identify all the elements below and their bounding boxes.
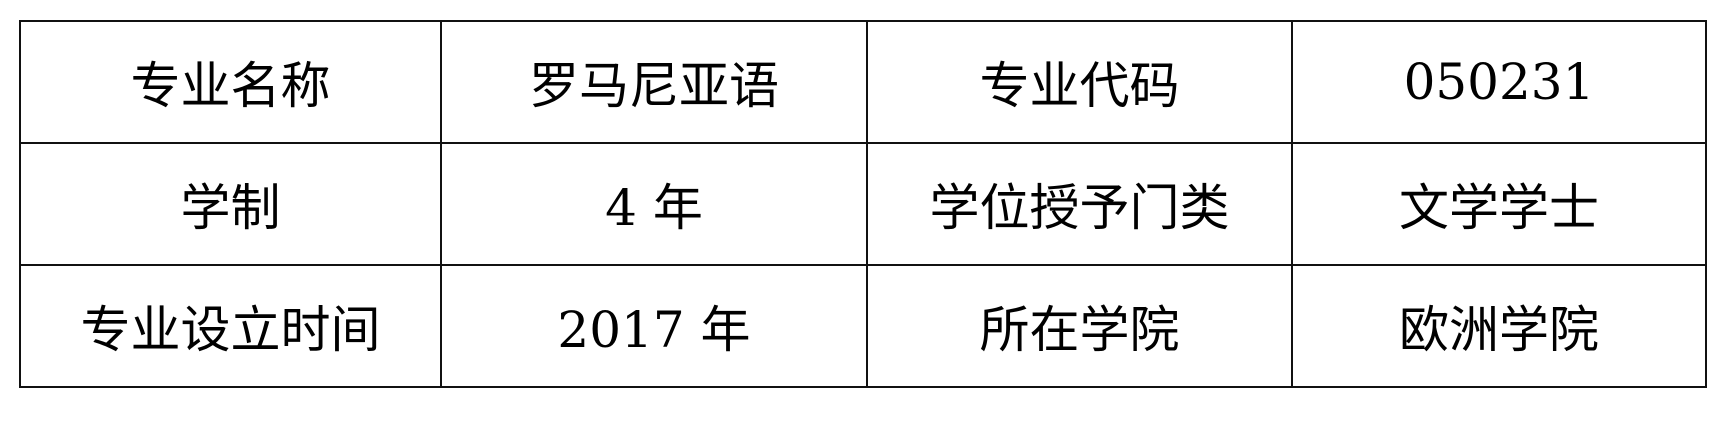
- degree-category-value: 文学学士: [1291, 142, 1707, 266]
- duration-label: 学制: [19, 142, 442, 266]
- major-name-label: 专业名称: [19, 20, 442, 144]
- major-code-label: 专业代码: [866, 20, 1293, 144]
- established-time-label: 专业设立时间: [19, 264, 442, 388]
- table-row: 专业名称 罗马尼亚语 专业代码 050231: [19, 20, 1707, 144]
- major-info-table: 专业名称 罗马尼亚语 专业代码 050231 学制 4 年 学位授予门类 文学学…: [19, 20, 1707, 388]
- major-name-value: 罗马尼亚语: [440, 20, 868, 144]
- college-label: 所在学院: [866, 264, 1293, 388]
- duration-value: 4 年: [440, 142, 868, 266]
- table-row: 学制 4 年 学位授予门类 文学学士: [19, 142, 1707, 266]
- table-row: 专业设立时间 2017 年 所在学院 欧洲学院: [19, 264, 1707, 388]
- degree-category-label: 学位授予门类: [866, 142, 1293, 266]
- major-code-value: 050231: [1291, 20, 1707, 144]
- college-value: 欧洲学院: [1291, 264, 1707, 388]
- established-time-value: 2017 年: [440, 264, 868, 388]
